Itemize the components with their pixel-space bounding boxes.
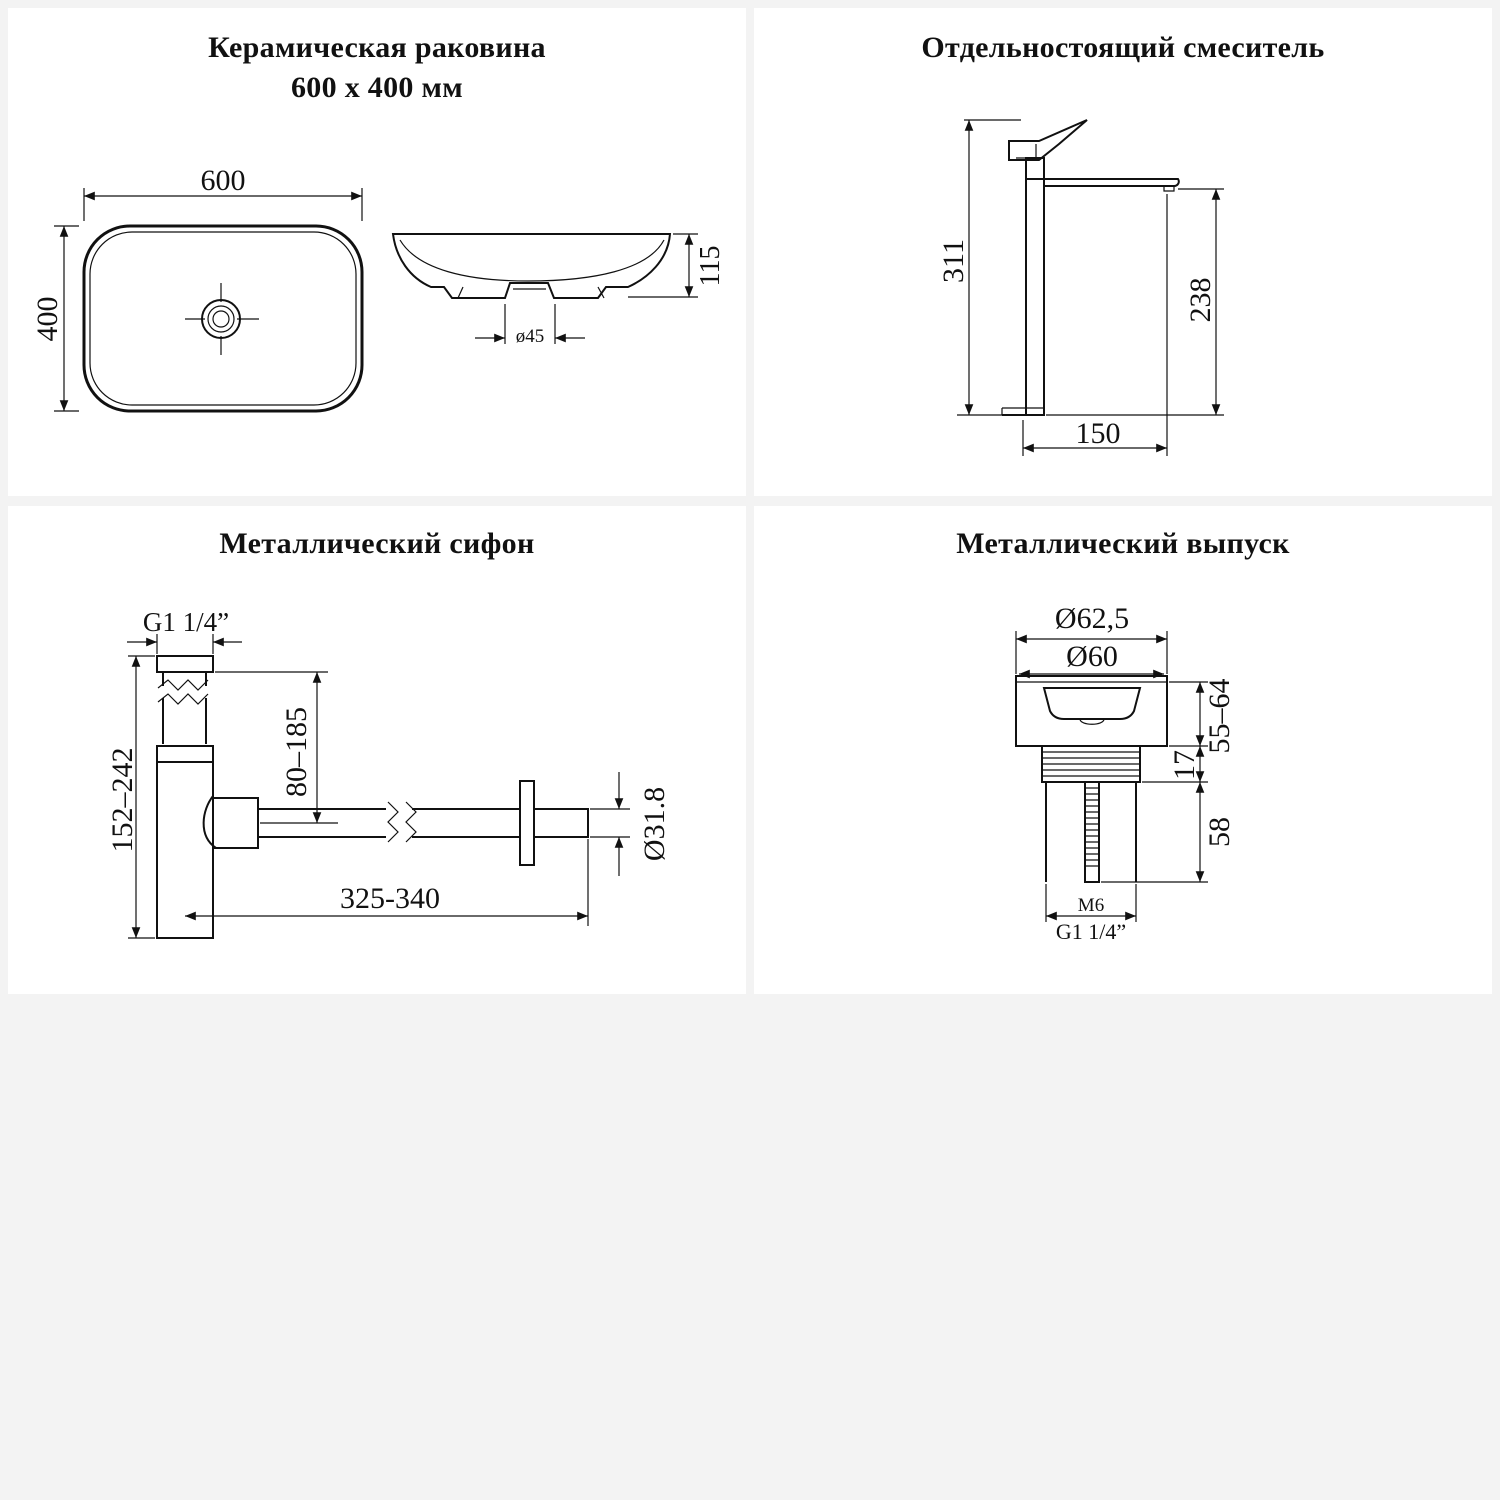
- faucet-base: [1001, 407, 1044, 415]
- siphon-drawing: G1 1/4” 152–242 80–185 325-340 Ø31.8: [106, 607, 671, 939]
- sink-top-outline: [82, 224, 364, 413]
- drain-title: Металлический выпуск: [956, 527, 1290, 560]
- faucet-aerator: [1163, 185, 1175, 192]
- faucet-total-height-label: 311: [937, 239, 970, 283]
- sink-width-label: 600: [201, 164, 246, 197]
- faucet-spout-height-label: 238: [1184, 278, 1217, 323]
- drain-hole-inner: [212, 310, 230, 328]
- siphon-bottle: [156, 745, 214, 939]
- siphon-panel: Металлический сифон G1 1/4” 152–242: [8, 506, 746, 994]
- faucet-drawing: 311 238 150: [937, 119, 1224, 456]
- sink-drawing: 600 400 115 ø45: [31, 164, 726, 413]
- sink-panel: Керамическая раковина 600 х 400 мм 600 4…: [8, 8, 746, 496]
- siphon-outlet-pipe: [258, 808, 520, 838]
- drain-thread-label: G1 1/4”: [1056, 919, 1126, 944]
- siphon-thread-label: G1 1/4”: [143, 607, 229, 637]
- drain-bolt: [1084, 781, 1100, 883]
- drain-drawing: Ø62,5 Ø60 55–64 17 58 M6 G1 1/4”: [1015, 602, 1236, 944]
- drain-panel: Металлический выпуск Ø62,5 Ø60 55–64: [754, 506, 1492, 994]
- siphon-top-nut: [156, 655, 214, 673]
- drain-thread-lines: [1042, 751, 1140, 777]
- siphon-pipe-break-marks: [387, 801, 417, 843]
- siphon-title: Металлический сифон: [219, 527, 535, 560]
- sink-depth-label: 115: [695, 246, 726, 287]
- sink-height-label: 400: [31, 297, 64, 342]
- sink-side-foot-details: [457, 286, 605, 299]
- sink-side-bowl-curve: [399, 239, 665, 282]
- drain-body: [1015, 675, 1168, 747]
- drain-inner-diameter-label: Ø60: [1066, 640, 1118, 673]
- faucet-handle: [1008, 119, 1088, 161]
- drain-thread-length-label: 17: [1168, 750, 1201, 780]
- drain-centerlines: [185, 283, 259, 355]
- faucet-neck: [1025, 157, 1045, 186]
- siphon-tube-break-marks: [157, 679, 209, 705]
- drain-height-label: 55–64: [1203, 679, 1236, 754]
- siphon-upper-tube: [162, 672, 207, 744]
- drain-bolt-threads: [1085, 787, 1099, 867]
- siphon-outlet-extension-lines: [215, 671, 338, 824]
- siphon-length-label: 325-340: [340, 882, 440, 915]
- siphon-pipe-end: [534, 808, 589, 838]
- faucet-body-outline: [1002, 178, 1180, 416]
- faucet-total-extension-lines: [957, 119, 1021, 416]
- siphon-elbow: [202, 795, 217, 849]
- siphon-diameter-label: Ø31.8: [638, 787, 671, 861]
- sink-title-line2: 600 х 400 мм: [291, 71, 463, 104]
- drain-lower-body: [1045, 782, 1137, 882]
- siphon-outlet-height-label: 80–185: [280, 707, 313, 797]
- faucet-handle-joint: [1016, 144, 1037, 159]
- sink-inner-outline: [89, 231, 357, 406]
- drain-hole-middle: [207, 305, 235, 333]
- drain-plug: [1042, 687, 1142, 720]
- faucet-reach-label: 150: [1076, 417, 1121, 450]
- sink-drain-label: ø45: [516, 326, 545, 347]
- drain-body-length-label: 58: [1203, 817, 1236, 847]
- drain-outer-diameter-label: Ø62,5: [1055, 602, 1129, 635]
- siphon-thread-extension-lines: [156, 634, 214, 654]
- sink-side-outline: [391, 233, 672, 299]
- siphon-wall-flange: [519, 780, 535, 866]
- sink-title-line1: Керамическая раковина: [208, 31, 546, 64]
- siphon-diameter-extension-lines: [590, 808, 630, 838]
- siphon-height-label: 152–242: [106, 748, 139, 853]
- faucet-panel: Отдельностоящий смеситель 311 238 150: [754, 8, 1492, 496]
- siphon-outlet-sleeve: [213, 797, 259, 849]
- sink-depth-extension-lines: [628, 233, 698, 298]
- faucet-title: Отдельностоящий смеситель: [921, 31, 1325, 64]
- drain-bolt-label: M6: [1078, 895, 1104, 916]
- drain-plug-stem: [1079, 718, 1105, 725]
